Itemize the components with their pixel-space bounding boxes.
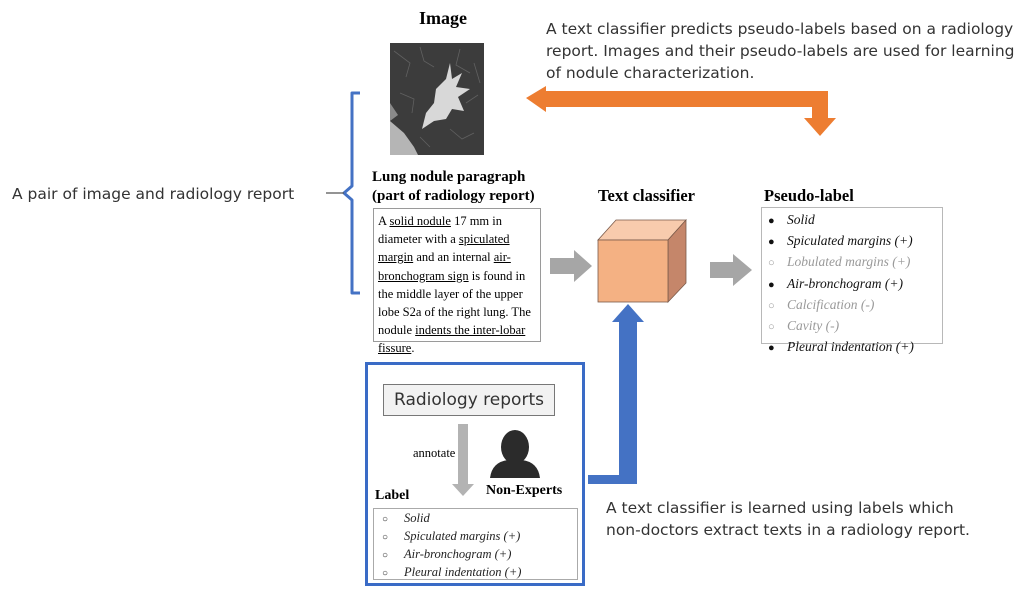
label-text: Spiculated margins (+) xyxy=(404,529,521,543)
label-text: Pleural indentation (+) xyxy=(404,565,522,579)
hollow-bullet-icon: ○ xyxy=(382,550,389,561)
pseudo-label-text: Lobulated margins (+) xyxy=(787,254,911,270)
left-brace xyxy=(342,91,360,295)
paragraph-text: 17 mm in diameter with a xyxy=(378,214,502,247)
paragraph-text: is found in the middle layer of the uppe… xyxy=(378,268,531,338)
paragraph-keyword: spiculated margin xyxy=(378,232,510,265)
pair-label: A pair of image and radiology report xyxy=(12,185,295,203)
paragraph-text: and an internal xyxy=(413,250,494,265)
gray-arrow-to-classifier xyxy=(550,250,592,282)
label-item: ○ Pleural indentation (+) xyxy=(382,564,577,582)
hollow-bullet-icon: ○ xyxy=(768,257,775,270)
filled-bullet-icon: ● xyxy=(768,278,775,291)
text-classifier-heading: Text classifier xyxy=(598,186,695,205)
bottom-annotation: A text classifier is learned using label… xyxy=(606,499,970,539)
paragraph-text: A xyxy=(378,214,390,228)
pseudo-label-text: Spiculated margins (+) xyxy=(787,233,913,249)
paragraph-keyword: air-bronchogram sign xyxy=(378,250,511,283)
orange-arrow xyxy=(526,86,836,136)
blue-arrow xyxy=(588,304,644,484)
hollow-bullet-icon: ○ xyxy=(382,532,389,543)
pseudo-label-text: Solid xyxy=(787,212,815,227)
pseudo-label-item: ● Air-bronchogram (+) xyxy=(768,274,942,295)
pseudo-label-heading: Pseudo-label xyxy=(764,186,854,205)
filled-bullet-icon: ● xyxy=(768,236,775,249)
label-heading: Label xyxy=(375,488,410,503)
hollow-bullet-icon: ○ xyxy=(768,321,775,334)
radiology-reports-box: Radiology reports xyxy=(383,384,555,416)
pseudo-label-item: ○ Cavity (-) xyxy=(768,316,942,337)
paragraph-keyword: solid nodule xyxy=(389,214,451,228)
hollow-bullet-icon: ○ xyxy=(768,299,775,312)
paragraph-heading-line2: (part of radiology report) xyxy=(372,188,535,204)
gray-arrow-to-pseudo-label xyxy=(710,254,752,286)
annotate-arrow xyxy=(452,424,474,496)
paragraph-heading: Lung nodule paragraph (part of radiology… xyxy=(372,168,572,206)
pseudo-label-item: ● Spiculated margins (+) xyxy=(768,231,942,252)
filled-bullet-icon: ● xyxy=(768,342,775,355)
annotate-label: annotate xyxy=(413,446,456,460)
hollow-bullet-icon: ○ xyxy=(382,568,389,579)
pseudo-label-text: Air-bronchogram (+) xyxy=(787,275,903,291)
paragraph-text: . xyxy=(411,341,415,356)
hollow-bullet-icon: ○ xyxy=(382,514,389,525)
text-classifier-cube xyxy=(597,218,687,304)
label-text: Solid xyxy=(404,511,430,525)
label-text: Air-bronchogram (+) xyxy=(404,547,512,561)
training-panel xyxy=(365,362,585,586)
paragraph-heading-line1: Lung nodule paragraph xyxy=(372,169,526,185)
pseudo-label-text: Cavity (-) xyxy=(787,318,840,334)
lung-nodule-paragraph: A solid nodule 17 mm in diameter with a … xyxy=(373,208,541,355)
top-annotation: A text classifier predicts pseudo-labels… xyxy=(546,20,1015,82)
pseudo-label-text: Pleural indentation (+) xyxy=(787,339,914,355)
pseudo-label-text: Calcification (-) xyxy=(787,296,875,312)
person-icon xyxy=(490,430,540,478)
pseudo-label-item: ○ Lobulated margins (+) xyxy=(768,252,942,273)
label-item: ○ Spiculated margins (+) xyxy=(382,528,577,546)
label-item: ○ Air-bronchogram (+) xyxy=(382,546,577,564)
ct-scan-image xyxy=(390,43,484,155)
label-list: ○ Solid ○ Spiculated margins (+) ○ Air-bron… xyxy=(373,508,578,580)
pseudo-label-item: ● Pleural indentation (+) xyxy=(768,337,942,358)
label-item: ○ Solid xyxy=(382,510,577,528)
pseudo-label-list: ● Solid ● Spiculated margins (+) ○ Lobulate… xyxy=(761,207,943,354)
image-heading: Image xyxy=(419,8,467,28)
pseudo-label-item: ○ Calcification (-) xyxy=(768,295,942,316)
paragraph-keyword: indents the inter-lobar fissure xyxy=(378,323,526,356)
pseudo-label-item: ● Solid xyxy=(768,210,942,231)
filled-bullet-icon: ● xyxy=(768,215,775,227)
non-experts-label: Non-Experts xyxy=(486,483,563,498)
